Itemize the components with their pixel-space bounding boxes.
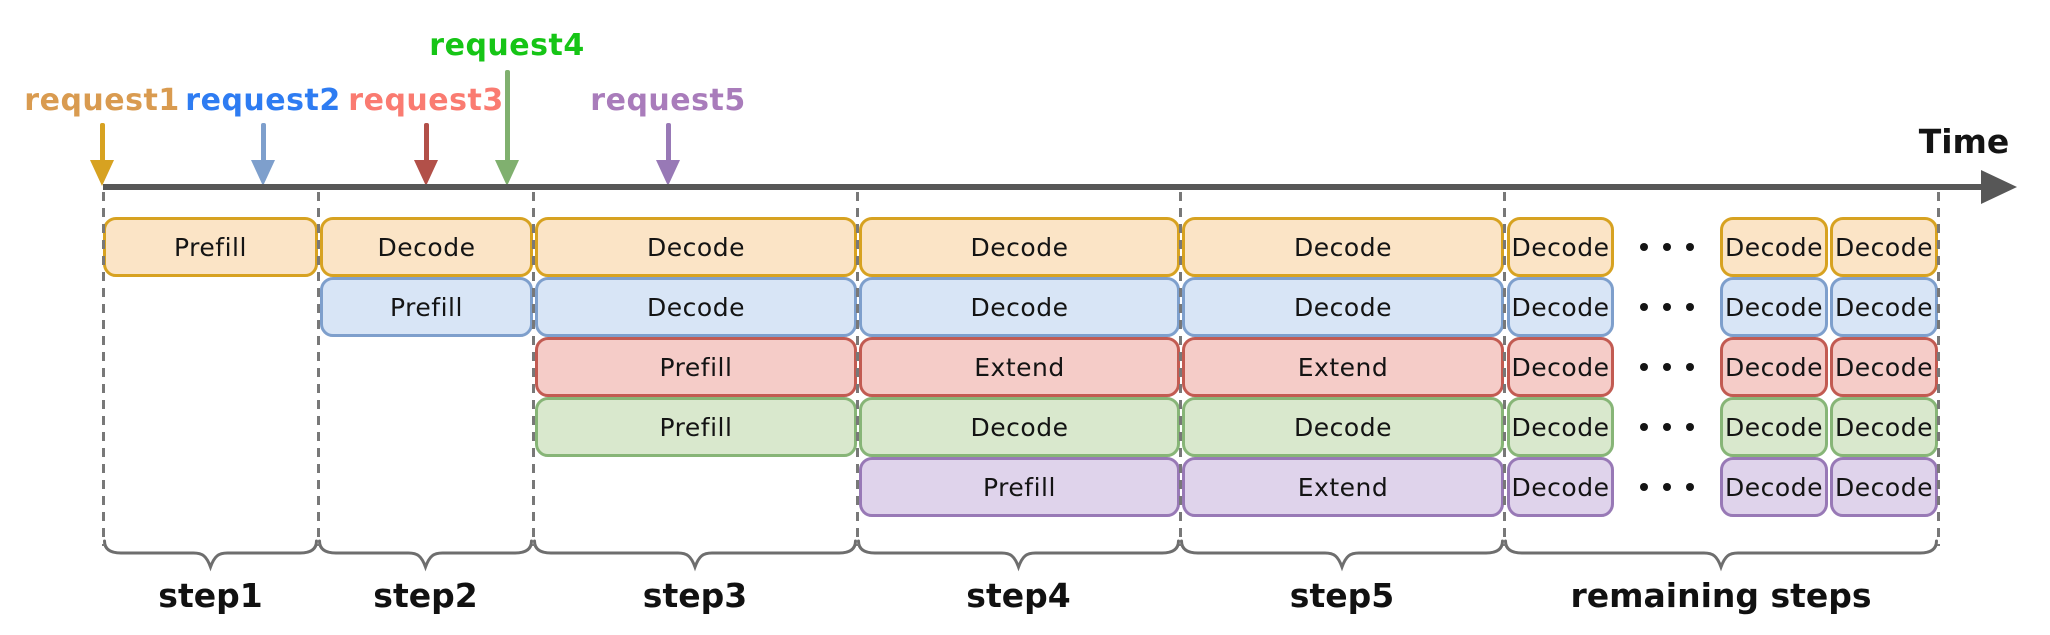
step-boundary-line-4 bbox=[855, 192, 859, 546]
box-remA-request4: Decode bbox=[1507, 397, 1614, 457]
request-arrow-head-icon-request4 bbox=[495, 160, 519, 186]
box-remB-request2: Decode bbox=[1720, 277, 1828, 337]
request-arrow-head-icon-request5 bbox=[656, 160, 680, 186]
ellipsis-dot bbox=[1686, 483, 1694, 491]
request-arrow-stem-request3 bbox=[423, 123, 429, 162]
step-label-step4: step4 bbox=[966, 576, 1071, 615]
ellipsis-dot bbox=[1640, 423, 1648, 431]
ellipsis-dot bbox=[1686, 363, 1694, 371]
brace-step5 bbox=[1180, 539, 1504, 572]
step-label-step5: step5 bbox=[1289, 576, 1395, 615]
brace-path bbox=[103, 539, 318, 572]
box-step4-request5: Prefill bbox=[859, 457, 1180, 517]
step-label-step2: step2 bbox=[373, 576, 478, 615]
box-step5-request1: Decode bbox=[1182, 217, 1504, 277]
request-arrow-head-icon-request3 bbox=[414, 160, 438, 186]
box-remC-request5: Decode bbox=[1830, 457, 1938, 517]
step-label-step1: step1 bbox=[158, 576, 263, 615]
request-label-request2: request2 bbox=[185, 83, 341, 118]
ellipsis-dot bbox=[1663, 363, 1671, 371]
brace-remaining bbox=[1504, 539, 1938, 572]
request-arrow-head-icon-request2 bbox=[251, 160, 275, 186]
ellipsis-dot bbox=[1640, 363, 1648, 371]
ellipsis-dots-row-1 bbox=[1640, 243, 1694, 251]
brace-path bbox=[318, 539, 533, 572]
box-step5-request2: Decode bbox=[1182, 277, 1504, 337]
step-boundary-line-2 bbox=[316, 192, 320, 546]
step-boundary-line-6 bbox=[1502, 192, 1506, 546]
box-step5-request3: Extend bbox=[1182, 337, 1504, 397]
box-step5-request4: Decode bbox=[1182, 397, 1504, 457]
ellipsis-dots-row-5 bbox=[1640, 483, 1694, 491]
ellipsis-dots-row-4 bbox=[1640, 423, 1694, 431]
box-step3-request1: Decode bbox=[535, 217, 857, 277]
box-remB-request5: Decode bbox=[1720, 457, 1828, 517]
request-label-request5: request5 bbox=[590, 83, 746, 118]
brace-path bbox=[857, 539, 1180, 572]
ellipsis-dot bbox=[1663, 303, 1671, 311]
ellipsis-dot bbox=[1686, 243, 1694, 251]
time-axis-line bbox=[103, 184, 1983, 190]
box-step5-request5: Extend bbox=[1182, 457, 1504, 517]
ellipsis-dot bbox=[1686, 303, 1694, 311]
step-label-remaining: remaining steps bbox=[1570, 576, 1872, 615]
box-step3-request2: Decode bbox=[535, 277, 857, 337]
request-arrow-head-icon-request1 bbox=[90, 160, 114, 186]
ellipsis-dot bbox=[1663, 483, 1671, 491]
box-step2-request1: Decode bbox=[320, 217, 533, 277]
time-axis-arrowhead-icon bbox=[1981, 170, 2017, 204]
ellipsis-dots-row-3 bbox=[1640, 363, 1694, 371]
brace-path bbox=[1504, 539, 1938, 572]
box-remA-request5: Decode bbox=[1507, 457, 1614, 517]
box-remC-request4: Decode bbox=[1830, 397, 1938, 457]
request-label-request4: request4 bbox=[429, 28, 585, 63]
step-boundary-line-7 bbox=[1936, 192, 1940, 546]
request-label-request3: request3 bbox=[348, 83, 504, 118]
box-remC-request1: Decode bbox=[1830, 217, 1938, 277]
box-remA-request3: Decode bbox=[1507, 337, 1614, 397]
ellipsis-dot bbox=[1663, 243, 1671, 251]
brace-path bbox=[1180, 539, 1504, 572]
ellipsis-dot bbox=[1640, 483, 1648, 491]
box-remC-request3: Decode bbox=[1830, 337, 1938, 397]
step-boundary-line-1 bbox=[101, 192, 105, 546]
box-remB-request1: Decode bbox=[1720, 217, 1828, 277]
brace-step2 bbox=[318, 539, 533, 572]
box-step4-request3: Extend bbox=[859, 337, 1180, 397]
brace-step4 bbox=[857, 539, 1180, 572]
ellipsis-dot bbox=[1663, 423, 1671, 431]
brace-path bbox=[533, 539, 857, 572]
box-remB-request3: Decode bbox=[1720, 337, 1828, 397]
box-step4-request2: Decode bbox=[859, 277, 1180, 337]
box-remA-request1: Decode bbox=[1507, 217, 1614, 277]
request-arrow-stem-request2 bbox=[260, 123, 266, 162]
ellipsis-dot bbox=[1640, 243, 1648, 251]
box-step3-request3: Prefill bbox=[535, 337, 857, 397]
time-axis-label: Time bbox=[1918, 122, 2010, 161]
box-step4-request1: Decode bbox=[859, 217, 1180, 277]
box-remB-request4: Decode bbox=[1720, 397, 1828, 457]
brace-step3 bbox=[533, 539, 857, 572]
ellipsis-dot bbox=[1640, 303, 1648, 311]
box-step3-request4: Prefill bbox=[535, 397, 857, 457]
box-remA-request2: Decode bbox=[1507, 277, 1614, 337]
box-step4-request4: Decode bbox=[859, 397, 1180, 457]
request-arrow-stem-request5 bbox=[665, 123, 671, 162]
request-arrow-stem-request1 bbox=[99, 123, 105, 162]
ellipsis-dots-row-2 bbox=[1640, 303, 1694, 311]
box-remC-request2: Decode bbox=[1830, 277, 1938, 337]
brace-step1 bbox=[103, 539, 318, 572]
ellipsis-dot bbox=[1686, 423, 1694, 431]
request-arrow-stem-request4 bbox=[504, 70, 510, 162]
box-step2-request2: Prefill bbox=[320, 277, 533, 337]
box-step1-request1: Prefill bbox=[103, 217, 318, 277]
step-label-step3: step3 bbox=[642, 576, 748, 615]
step-boundary-line-3 bbox=[531, 192, 535, 546]
request-label-request1: request1 bbox=[24, 83, 180, 118]
step-boundary-line-5 bbox=[1178, 192, 1182, 546]
